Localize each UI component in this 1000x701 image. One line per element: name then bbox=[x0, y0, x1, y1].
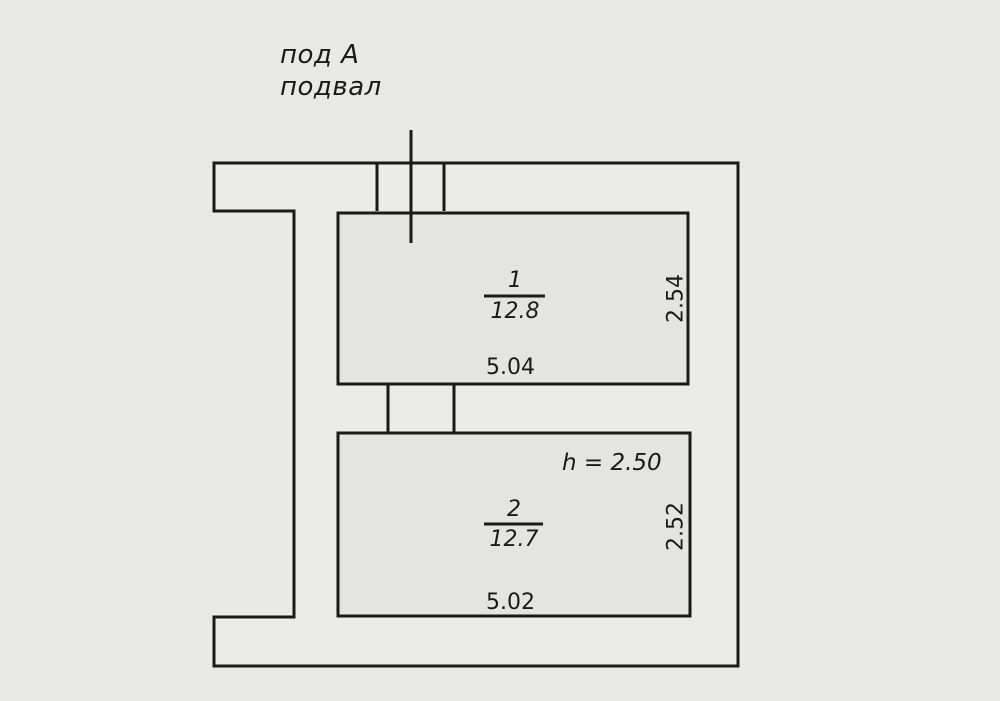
room-1-area: 12.8 bbox=[490, 299, 540, 324]
room-2-number: 2 bbox=[507, 497, 521, 522]
entrance-door bbox=[375, 130, 446, 243]
internal-door bbox=[386, 384, 456, 433]
entrance-label: под А bbox=[280, 40, 360, 70]
room-2-length: 5.02 bbox=[486, 590, 535, 615]
room-2-area: 12.7 bbox=[489, 527, 539, 552]
room-1-length: 5.04 bbox=[486, 355, 535, 380]
room-1-number: 1 bbox=[508, 268, 522, 293]
room-1-outline bbox=[336, 211, 690, 386]
room-1-width: 2.54 bbox=[663, 274, 689, 323]
level-label: подвал bbox=[280, 72, 382, 102]
room-2-width: 2.52 bbox=[663, 502, 689, 551]
height-note: h = 2.50 bbox=[562, 450, 662, 476]
